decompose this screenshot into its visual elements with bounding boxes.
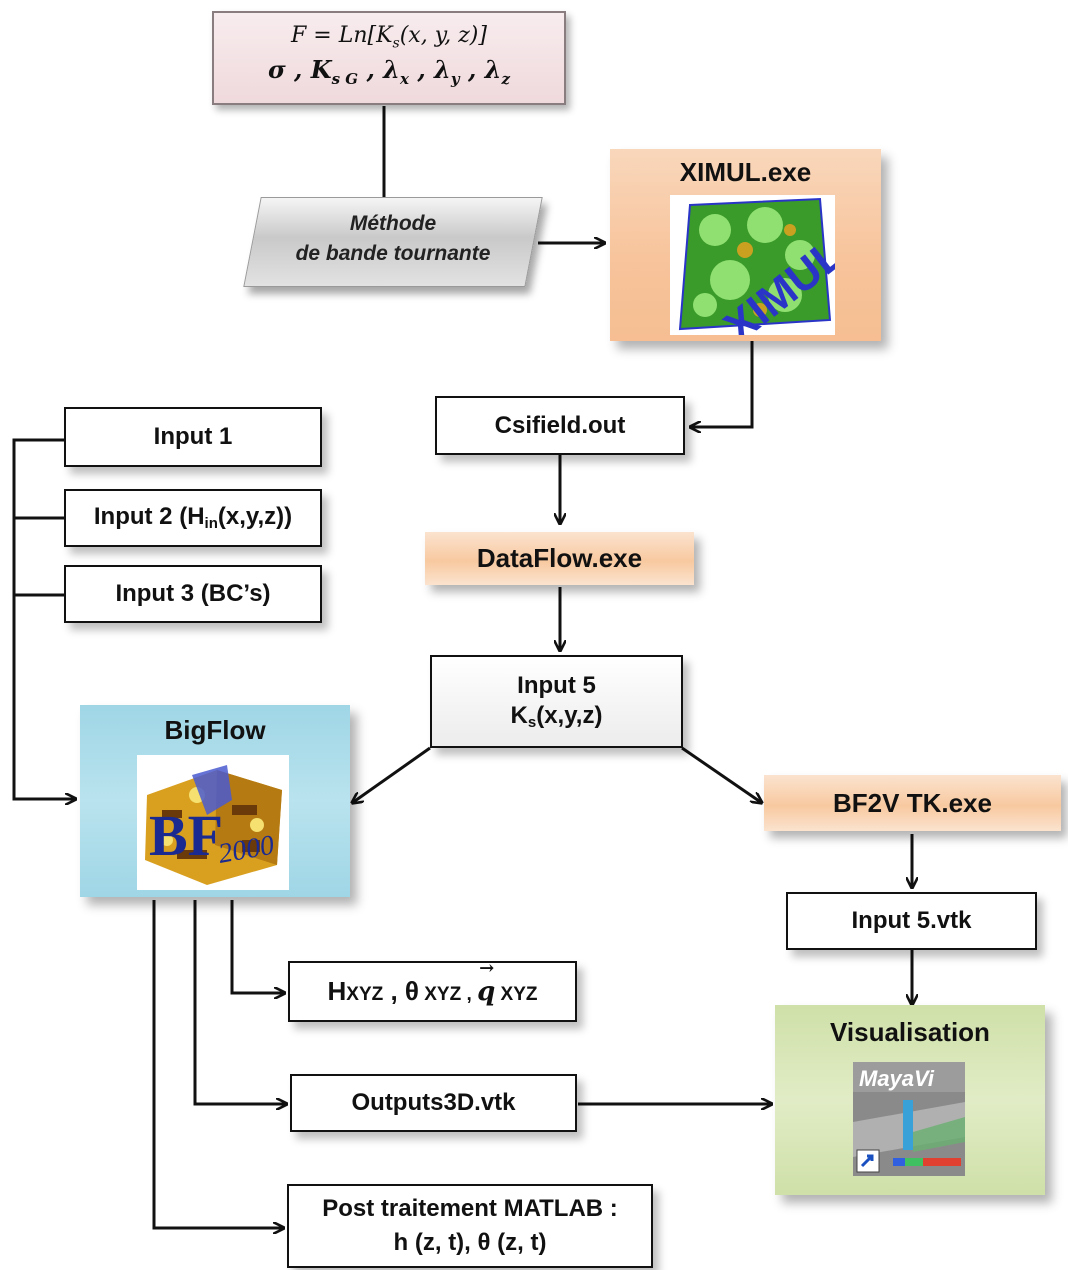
methode-text: Méthode de bande tournante	[252, 209, 534, 269]
hxyz-comma: ,	[383, 975, 405, 1006]
dataflow-label: DataFlow.exe	[476, 543, 643, 573]
bf2vtk-label: BF2V TK.exe	[833, 787, 992, 818]
input5-line-2: Ks(x,y,z)	[511, 701, 603, 733]
input5-to-bigflow-arrow	[352, 746, 431, 803]
ximul-box: XIMUL.exe XIMUL	[610, 149, 881, 341]
formula-lambda-z-sub: z	[501, 70, 511, 89]
ximul-to-csifield-arrow	[690, 340, 754, 427]
formula-box: F = Ln[Ks(x, y, z)] σ , Ks G , λx , λy ,…	[212, 11, 566, 105]
input5-ks-sub: s	[527, 713, 537, 731]
input2-sub: in	[204, 515, 218, 533]
formula-ksg-sub: s G	[331, 70, 359, 89]
visualisation-title: Visualisation	[830, 1017, 990, 1047]
hxyz-q-sub: XYZ	[495, 983, 538, 1005]
visualisation-box: Visualisation MayaVi	[775, 1005, 1045, 1195]
bigflow-title: BigFlow	[164, 715, 266, 745]
dataflow-box: DataFlow.exe	[425, 532, 694, 585]
mayavi-logo: MayaVi	[853, 1062, 965, 1176]
input2-box: Input 2 (Hin(x,y,z))	[64, 489, 322, 547]
bigflow-logo: BF 2000	[137, 755, 289, 890]
input1-box: Input 1	[64, 407, 322, 467]
formula-sep: ,	[417, 55, 426, 85]
inputs-bus-line	[12, 438, 76, 799]
formula-sigma: σ , K	[267, 55, 332, 85]
formula-lambda-x: λ	[383, 55, 400, 85]
post-line-1: Post traitement MATLAB :	[322, 1195, 618, 1222]
input2-label: Input 2 (Hin(x,y,z))	[94, 502, 292, 534]
ximul-title: XIMUL.exe	[679, 157, 812, 187]
methode-line-1: Méthode	[349, 212, 437, 235]
input5-to-bf2vtk-arrow	[681, 746, 762, 803]
hxyz-q: →q	[477, 958, 496, 1009]
input2-pre: Input 2 (H	[93, 503, 205, 531]
formula-lambda-x-sub: x	[400, 70, 409, 89]
input5-ks: K	[510, 701, 528, 729]
formula-rhs: (x, y, z)]	[399, 23, 487, 48]
formula-line-2: σ , Ks G , λx , λy , λz	[214, 55, 564, 88]
formula-lambda-y: λ	[434, 55, 451, 85]
shortcut-arrow-icon	[860, 1154, 874, 1168]
input3-box: Input 3 (BC’s)	[64, 565, 322, 623]
csifield-box: Csifield.out	[435, 396, 685, 455]
input5vtk-box: Input 5.vtk	[786, 892, 1037, 950]
formula-ks-sub: s	[392, 35, 400, 52]
formula-line-1: F = Ln[Ks(x, y, z)]	[214, 23, 564, 51]
formula-sep: ,	[467, 55, 477, 85]
formula-sep: ,	[366, 55, 375, 85]
bigflow-to-outputs3d-arrow	[193, 900, 287, 1104]
hxyz-theta: θ	[404, 975, 419, 1006]
input1-label: Input 1	[153, 423, 233, 450]
formula-lambda-z: λ	[484, 55, 502, 85]
ximul-logo: XIMUL	[670, 195, 835, 335]
input5-line-1: Input 5	[517, 671, 596, 699]
formula-lambda-y-sub: y	[450, 70, 460, 89]
post-line-2: h (z, t), θ (z, t)	[393, 1229, 547, 1256]
post-box: Post traitement MATLAB : h (z, t), θ (z,…	[287, 1184, 653, 1268]
hxyz-box: HXYZ , θ XYZ , →q XYZ	[288, 958, 577, 1022]
vector-arrow-icon: →	[479, 957, 495, 979]
bigflow-box: BigFlow BF 2000	[80, 705, 350, 897]
bigflow-to-hxyz-arrow	[230, 900, 285, 993]
hxyz-q-letter: q	[477, 976, 496, 1007]
outputs3d-box: Outputs3D.vtk	[290, 1074, 577, 1132]
input2-post: (x,y,z))	[217, 503, 293, 531]
csifield-label: Csifield.out	[494, 411, 626, 439]
input5-xyz: (x,y,z)	[536, 701, 603, 729]
mayavi-logo-text: MayaVi	[859, 1066, 935, 1091]
hxyz-h: H	[327, 975, 347, 1006]
bigflow-to-post-arrow	[152, 900, 284, 1228]
input3-label: Input 3 (BC’s)	[115, 580, 271, 607]
hxyz-h-sub: XYZ	[346, 983, 384, 1005]
bigflow-logo-text: BF	[149, 803, 223, 868]
input5-box: Input 5 Ks(x,y,z)	[430, 655, 683, 748]
hxyz-label: HXYZ , θ XYZ , →q XYZ	[327, 958, 538, 1009]
input5vtk-label: Input 5.vtk	[851, 907, 972, 934]
outputs3d-label: Outputs3D.vtk	[351, 1089, 516, 1116]
bf2vtk-box: BF2V TK.exe	[764, 775, 1061, 831]
hxyz-theta-sub: XYZ ,	[418, 983, 478, 1005]
formula-lhs: F = Ln[K	[291, 23, 393, 48]
methode-line-2: de bande tournante	[295, 242, 491, 265]
